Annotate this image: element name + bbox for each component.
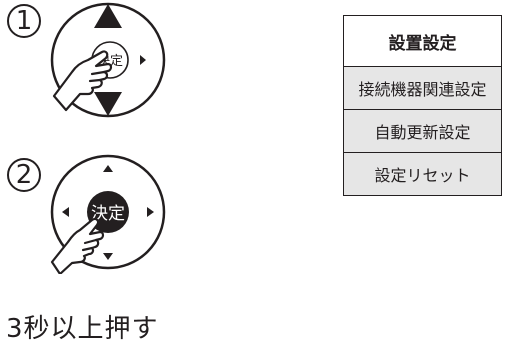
enter-button-label: 決定 <box>91 204 125 224</box>
up-arrow-icon[interactable] <box>103 165 113 172</box>
right-arrow-icon[interactable] <box>147 207 154 217</box>
hold-instruction-caption: 3秒以上押す <box>6 314 159 344</box>
step-1-number: 1 <box>7 4 41 38</box>
right-arrow-icon[interactable] <box>140 55 146 65</box>
pointing-hand-icon <box>52 50 113 112</box>
pointing-hand-icon <box>50 217 105 274</box>
left-arrow-icon[interactable] <box>62 207 69 217</box>
menu-item-connected-devices[interactable]: 接続機器関連設定 <box>344 67 501 110</box>
menu-item-reset[interactable]: 設定リセット <box>344 153 501 195</box>
down-arrow-icon[interactable] <box>103 253 113 260</box>
settings-menu: 設置設定 接続機器関連設定 自動更新設定 設定リセット <box>343 15 502 196</box>
menu-title: 設置設定 <box>344 16 501 67</box>
remote-dpad-step-1: 決定 <box>50 2 166 118</box>
down-arrow-icon[interactable] <box>94 92 122 116</box>
step-2-number: 2 <box>7 158 41 192</box>
remote-dpad-step-2: 決定 <box>50 154 166 274</box>
up-arrow-icon[interactable] <box>94 4 122 28</box>
menu-item-auto-update[interactable]: 自動更新設定 <box>344 110 501 153</box>
